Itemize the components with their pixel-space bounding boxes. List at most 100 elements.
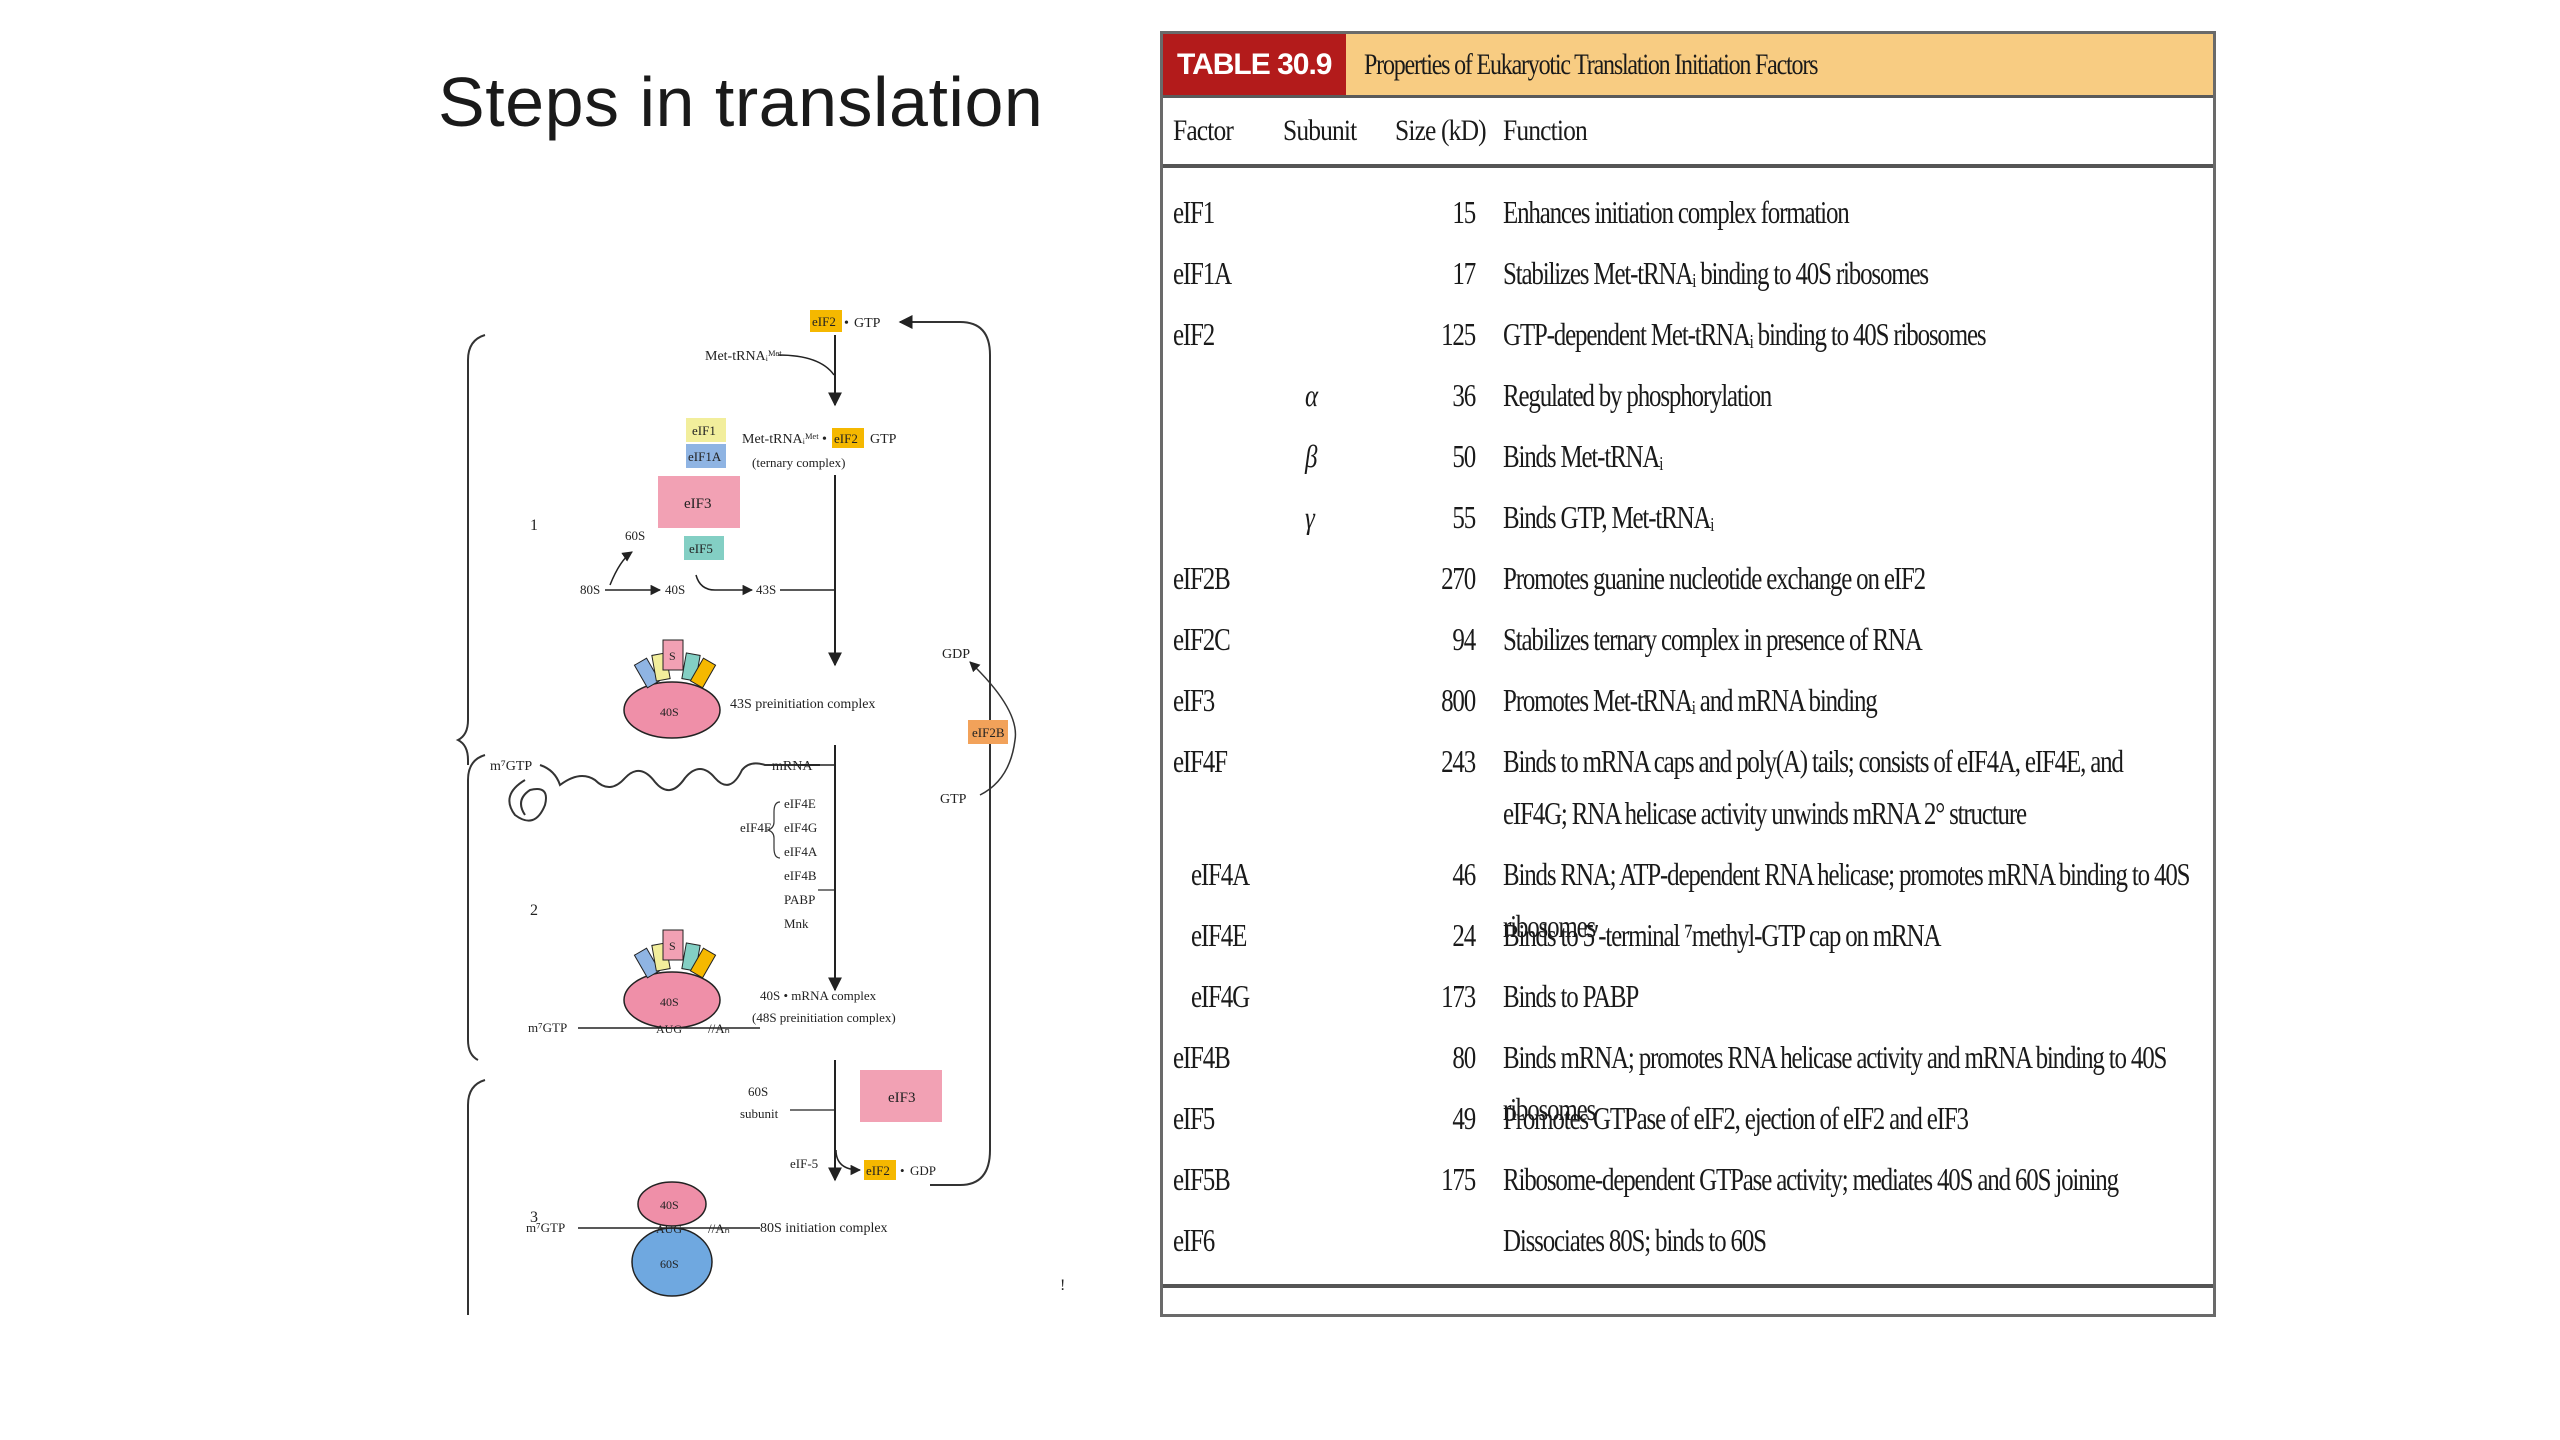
cell-size: 800 xyxy=(1441,682,1476,718)
cell-size: 173 xyxy=(1441,978,1476,1014)
cell-size: 46 xyxy=(1452,856,1476,892)
cell-function: Promotes Met-tRNAᵢ and mRNA binding xyxy=(1503,682,1878,718)
eif4g-label: eIF4G xyxy=(784,820,817,835)
gtp-label-right: GTP xyxy=(940,792,967,807)
table-row: eIF4E 24 Binds to 5′-terminal ⁷methyl-GT… xyxy=(1163,909,2213,970)
s60-label: 60S xyxy=(625,528,645,543)
cell-size: 80 xyxy=(1452,1039,1476,1075)
cell-factor: eIF5 xyxy=(1173,1100,1215,1136)
s40-label: 40S xyxy=(665,582,685,597)
polya-label-80s: //Aₙ xyxy=(708,1221,730,1236)
cell-size: 49 xyxy=(1452,1100,1476,1136)
cell-subunit: α xyxy=(1305,377,1318,413)
release-arrow xyxy=(835,1149,862,1176)
cell-size: 125 xyxy=(1441,316,1476,352)
cell-factor: eIF4A xyxy=(1191,856,1250,892)
table-row: eIF2 125 GTP-dependent Met-tRNAᵢ binding… xyxy=(1163,308,2213,369)
mrna-coil xyxy=(508,779,547,822)
eif2-top-label: eIF2 xyxy=(812,314,836,329)
complex-43s xyxy=(623,639,721,739)
cell-factor: eIF5B xyxy=(1173,1161,1231,1197)
eif2-release-label: eIF2 xyxy=(866,1163,890,1178)
table-caption: TABLE 30.9 Properties of Eukaryotic Tran… xyxy=(1163,34,2213,98)
cell-function: Regulated by phosphorylation xyxy=(1503,377,1772,413)
cell-size: 36 xyxy=(1452,377,1476,413)
cell-factor: eIF4G xyxy=(1191,978,1250,1014)
s40-arrow xyxy=(695,574,754,596)
cell-factor: eIF3 xyxy=(1173,682,1215,718)
cell-function: Ribosome-dependent GTPase activity; medi… xyxy=(1503,1161,2119,1197)
table-row: eIF2C 94 Stabilizes ternary complex in p… xyxy=(1163,613,2213,674)
table-row: eIF3 800 Promotes Met-tRNAᵢ and mRNA bin… xyxy=(1163,674,2213,735)
table-row: eIF6 Dissociates 80S; binds to 60S xyxy=(1163,1214,2213,1275)
table-row: eIF4A 46 Binds RNA; ATP-dependent RNA he… xyxy=(1163,848,2213,944)
header-size: Size (kD) xyxy=(1395,114,1487,147)
cell-function: Enhances initiation complex formation xyxy=(1503,194,1850,230)
step-3-label: 3 xyxy=(530,1209,538,1226)
cell-function: Binds to 5′-terminal ⁷methyl-GTP cap on … xyxy=(1503,917,1941,953)
cell-function: Binds RNA; ATP-dependent RNA helicase; p… xyxy=(1503,856,2191,944)
s43-label: 43S xyxy=(756,582,776,597)
eif1a-label: eIF1A xyxy=(688,449,722,464)
cell-size: 243 xyxy=(1441,743,1476,779)
table-row: eIF1 15 Enhances initiation complex form… xyxy=(1163,186,2213,247)
cell-factor: eIF6 xyxy=(1173,1222,1215,1258)
sub60s-label-a: 60S xyxy=(748,1084,768,1099)
eif1-label: eIF1 xyxy=(692,423,716,438)
table-row: eIF4F 243 Binds to mRNA caps and poly(A)… xyxy=(1163,735,2213,848)
table-row: eIF5 49 Promotes GTPase of eIF2, ejectio… xyxy=(1163,1092,2213,1153)
eif3-release-label: eIF3 xyxy=(888,1090,916,1106)
cell-subunit: γ xyxy=(1305,499,1315,535)
mrna-strand xyxy=(539,762,820,791)
cell-factor: eIF1 xyxy=(1173,194,1215,230)
cell-function: Stabilizes ternary complex in presence o… xyxy=(1503,621,1923,657)
translation-initiation-diagram: 1 2 3 GDP GTP eIF2B eIF2 • GTP Met-tRNAᵢ… xyxy=(455,300,1100,1315)
cell-function: GTP-dependent Met-tRNAᵢ binding to 40S r… xyxy=(1503,316,1987,352)
eif4a-label: eIF4A xyxy=(784,844,818,859)
table-row: eIF2B 270 Promotes guanine nucleotide ex… xyxy=(1163,552,2213,613)
eif2-ternary-box xyxy=(832,428,864,448)
polya-label-48s: //Aₙ xyxy=(708,1021,730,1036)
cell-size: 175 xyxy=(1441,1161,1476,1197)
eif4b-label: eIF4B xyxy=(784,868,817,883)
step-2-label: 2 xyxy=(530,902,538,919)
table-row: eIF5B 175 Ribosome-dependent GTPase acti… xyxy=(1163,1153,2213,1214)
s80-label: 80S xyxy=(580,582,600,597)
cap-label-80s: m⁷GTP xyxy=(526,1220,565,1235)
cell-factor: eIF1A xyxy=(1173,255,1232,291)
gtp-top-label: • xyxy=(844,316,849,331)
eif3-label: eIF3 xyxy=(684,496,712,512)
table-title: Properties of Eukaryotic Translation Ini… xyxy=(1363,47,1818,81)
table-header-row: Factor Subunit Size (kD) Function xyxy=(1163,98,2213,168)
mnk-label: Mnk xyxy=(784,916,809,931)
header-function: Function xyxy=(1503,114,1588,147)
s60-arrow xyxy=(609,551,633,586)
complex-48s-40s: 40S xyxy=(660,995,679,1009)
met-trna-label: Met-tRNAᵢᴹᵉᵗ xyxy=(705,349,782,364)
cell-function: Dissociates 80S; binds to 60S xyxy=(1503,1222,1767,1258)
eif3-release-box xyxy=(860,1070,942,1122)
eif5-dash-label: eIF-5 xyxy=(790,1156,818,1171)
eif2-ternary-label: eIF2 xyxy=(834,431,858,446)
step-1-label: 1 xyxy=(530,517,538,534)
cell-function: Promotes guanine nucleotide exchange on … xyxy=(1503,560,1926,596)
diagram-canvas: 1 2 3 GDP GTP eIF2B eIF2 • GTP Met-tRNAᵢ… xyxy=(455,310,1065,1315)
cell-function: Promotes GTPase of eIF2, ejection of eIF… xyxy=(1503,1100,1969,1136)
recycle-loop xyxy=(898,315,991,1186)
ternary-met-label: Met-tRNAᵢᴹᵉᵗ xyxy=(742,432,819,447)
table-row: eIF4B 80 Binds mRNA; promotes RNA helica… xyxy=(1163,1031,2213,1127)
cell-factor: eIF4B xyxy=(1173,1039,1231,1075)
table-row: β 50 Binds Met-tRNAᵢ xyxy=(1163,430,2213,491)
complex-80s-label: 80S initiation complex xyxy=(760,1221,888,1236)
eif2-release-box xyxy=(864,1160,896,1180)
table-row: γ 55 Binds GTP, Met-tRNAᵢ xyxy=(1163,491,2213,552)
eif4f-brace xyxy=(766,801,781,859)
eif1-box xyxy=(686,418,726,442)
header-subunit: Subunit xyxy=(1283,114,1357,147)
ternary-note: (ternary complex) xyxy=(752,455,845,470)
cell-function: Stabilizes Met-tRNAᵢ binding to 40S ribo… xyxy=(1503,255,1929,291)
gtp-top-text: GTP xyxy=(854,316,881,331)
eif4e-label: eIF4E xyxy=(784,796,816,811)
cell-function: Binds GTP, Met-tRNAᵢ xyxy=(1503,499,1714,535)
eif2-top-box xyxy=(810,310,842,332)
